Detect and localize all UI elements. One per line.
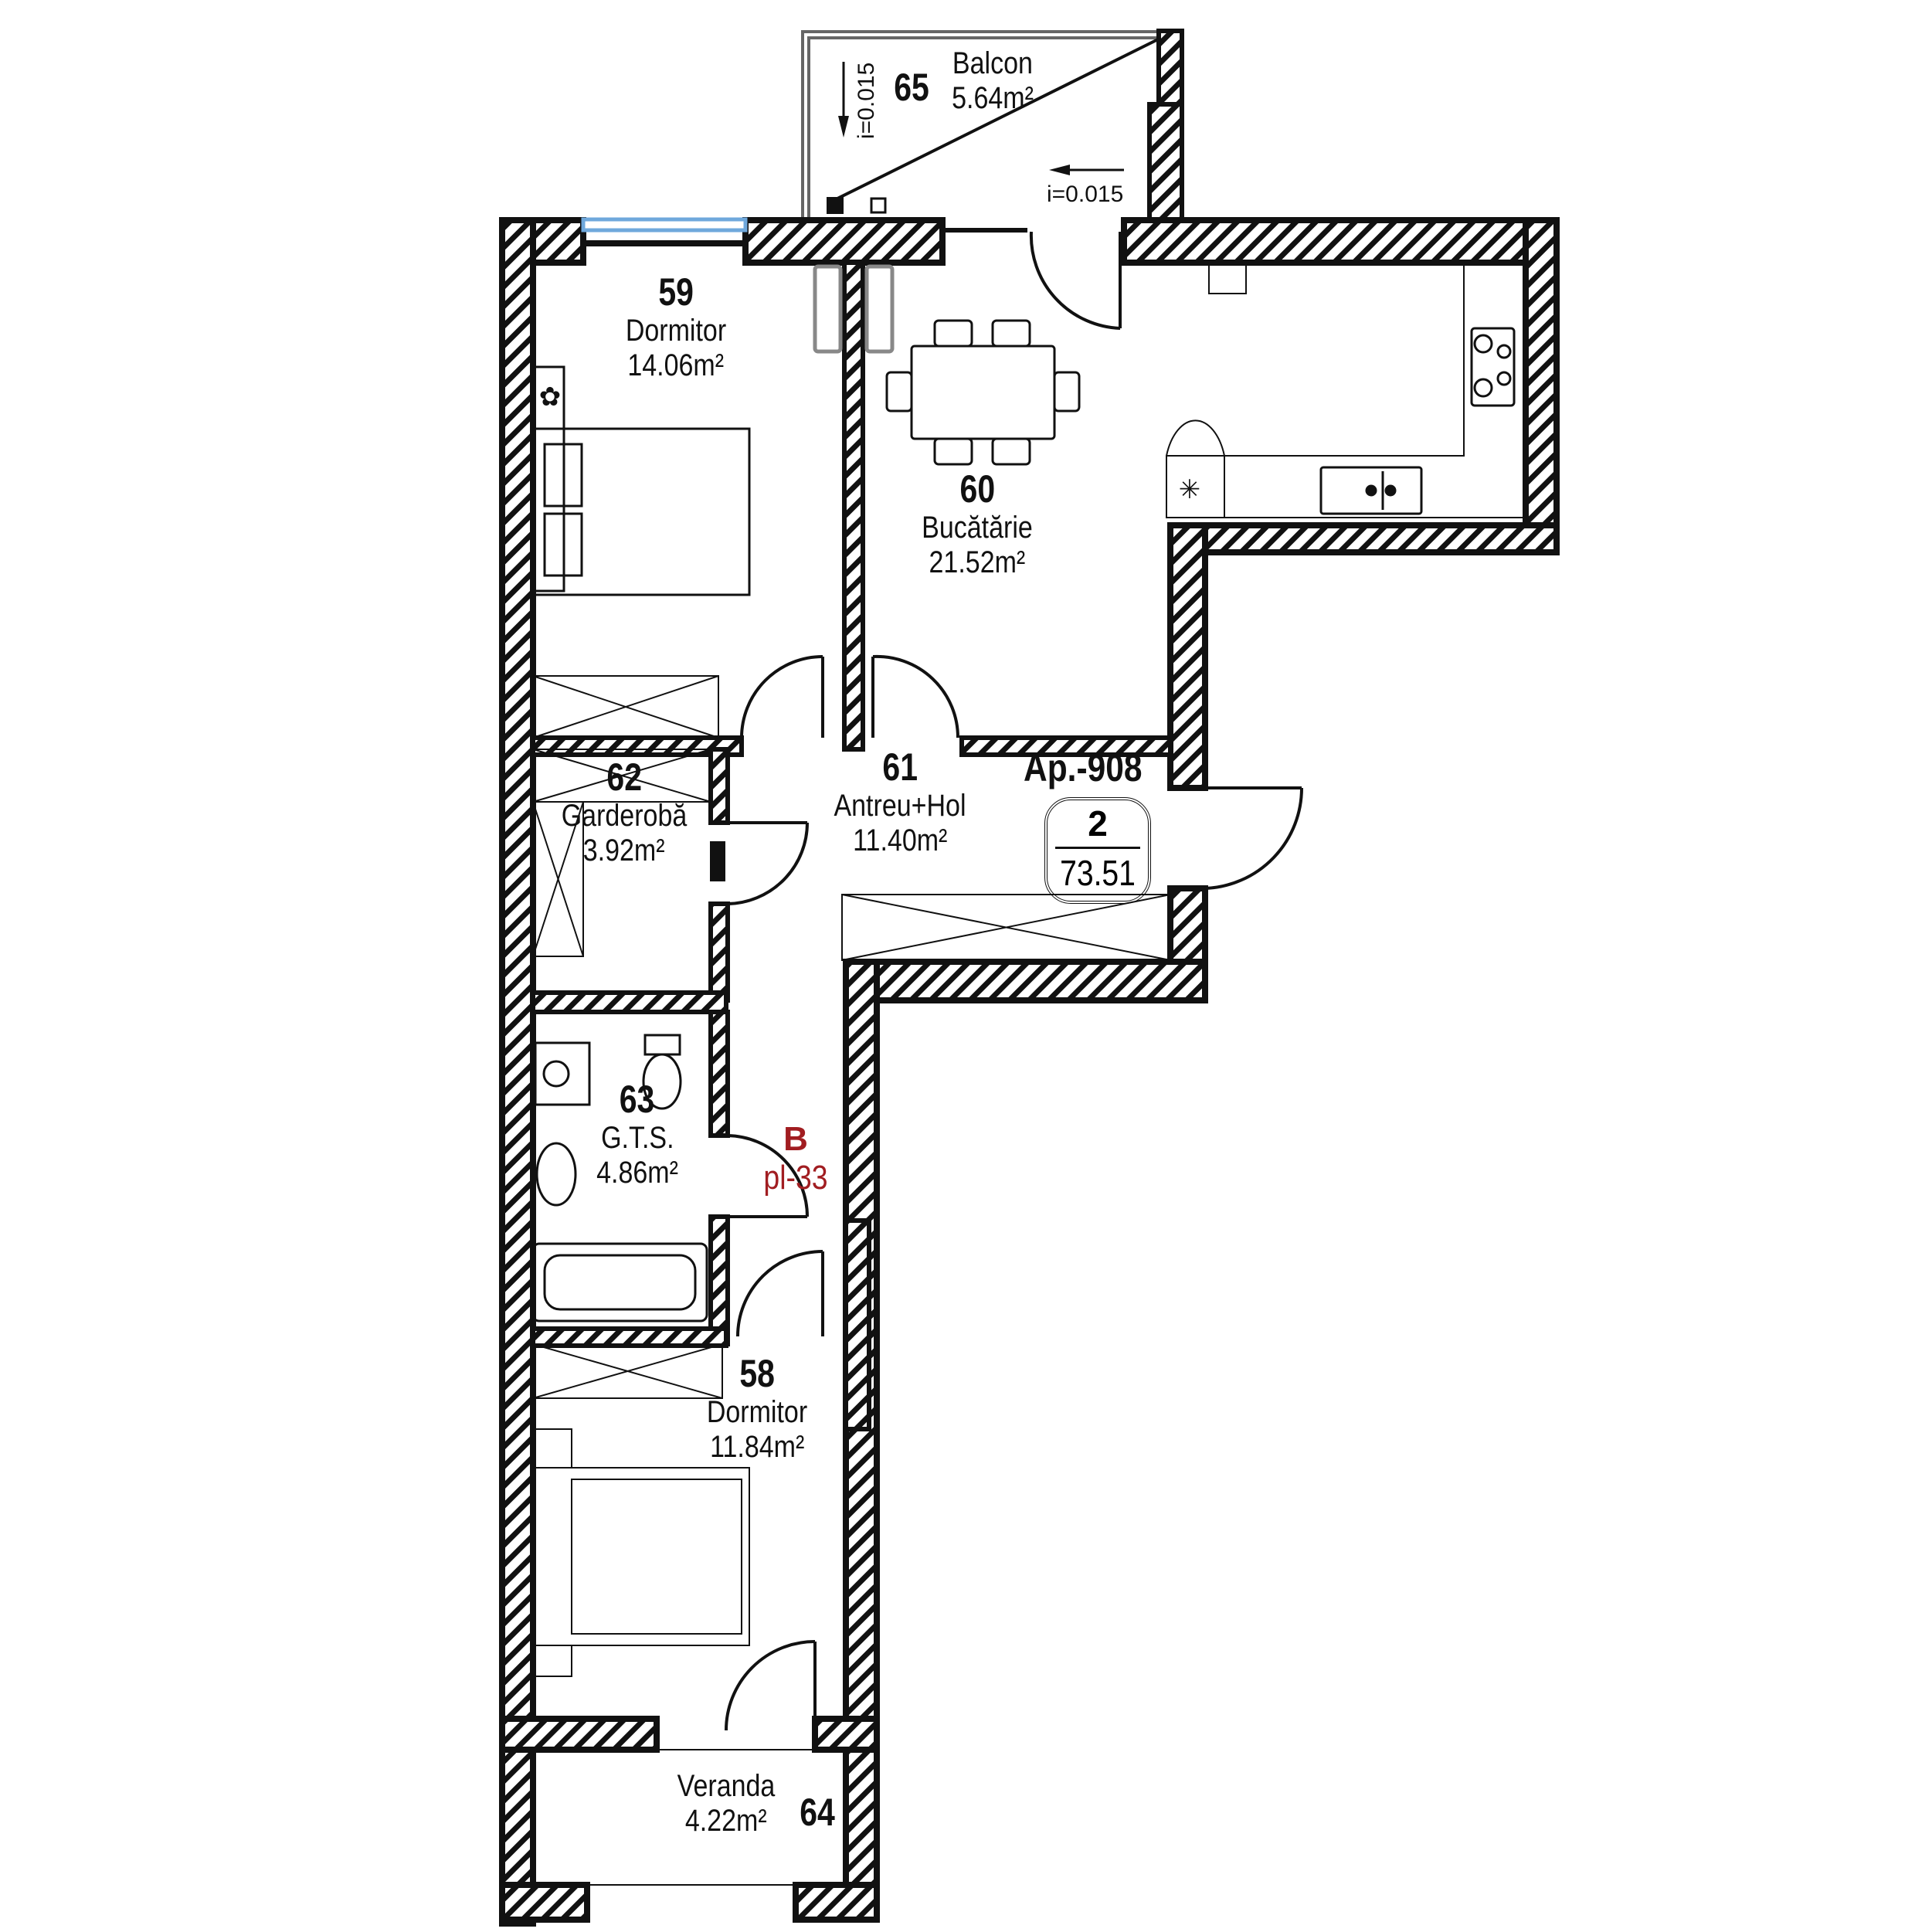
sink-icon bbox=[1319, 466, 1423, 515]
apartment-label: Ap.-908 bbox=[1024, 746, 1143, 789]
washing-machine-icon bbox=[534, 1041, 591, 1106]
wardrobe-icon bbox=[841, 894, 1171, 961]
room-count: 2 bbox=[1055, 800, 1140, 849]
stove-icon bbox=[1470, 327, 1516, 407]
drain-icon bbox=[827, 197, 844, 214]
bed-icon bbox=[531, 365, 751, 596]
fridge-icon: ✳ bbox=[1179, 474, 1201, 505]
bed-icon bbox=[532, 1467, 750, 1646]
room-65-number: 65 bbox=[894, 66, 929, 109]
slope-arrow-icon bbox=[838, 62, 1124, 175]
bathtub-icon bbox=[531, 1242, 708, 1323]
wardrobe-icon bbox=[532, 1343, 723, 1399]
window-icon bbox=[581, 217, 748, 233]
wardrobe-icon bbox=[532, 675, 719, 739]
stair-reference: B pl-33 bbox=[763, 1120, 828, 1197]
balcony-slope-label-horizontal: i=0.015 bbox=[1047, 182, 1124, 207]
toilet-icon bbox=[643, 1034, 681, 1056]
total-area: 73.51 bbox=[1060, 853, 1136, 893]
room-64-number: 64 bbox=[800, 1791, 835, 1834]
washbasin-icon bbox=[535, 1142, 577, 1207]
dining-table-icon bbox=[885, 319, 1081, 466]
door-swing-icon bbox=[725, 231, 1303, 1731]
balcony-outline bbox=[801, 30, 1165, 224]
kitchen-counter bbox=[1166, 262, 1526, 518]
walls bbox=[499, 217, 1560, 1927]
flower-icon: ✿ bbox=[539, 382, 562, 413]
balcony-drain-line bbox=[832, 36, 1163, 202]
wardrobe-icon bbox=[532, 749, 725, 957]
balcony-slope-label: i=0.015 bbox=[854, 62, 879, 139]
rooms-area-badge: 2 73.51 bbox=[1044, 797, 1151, 904]
